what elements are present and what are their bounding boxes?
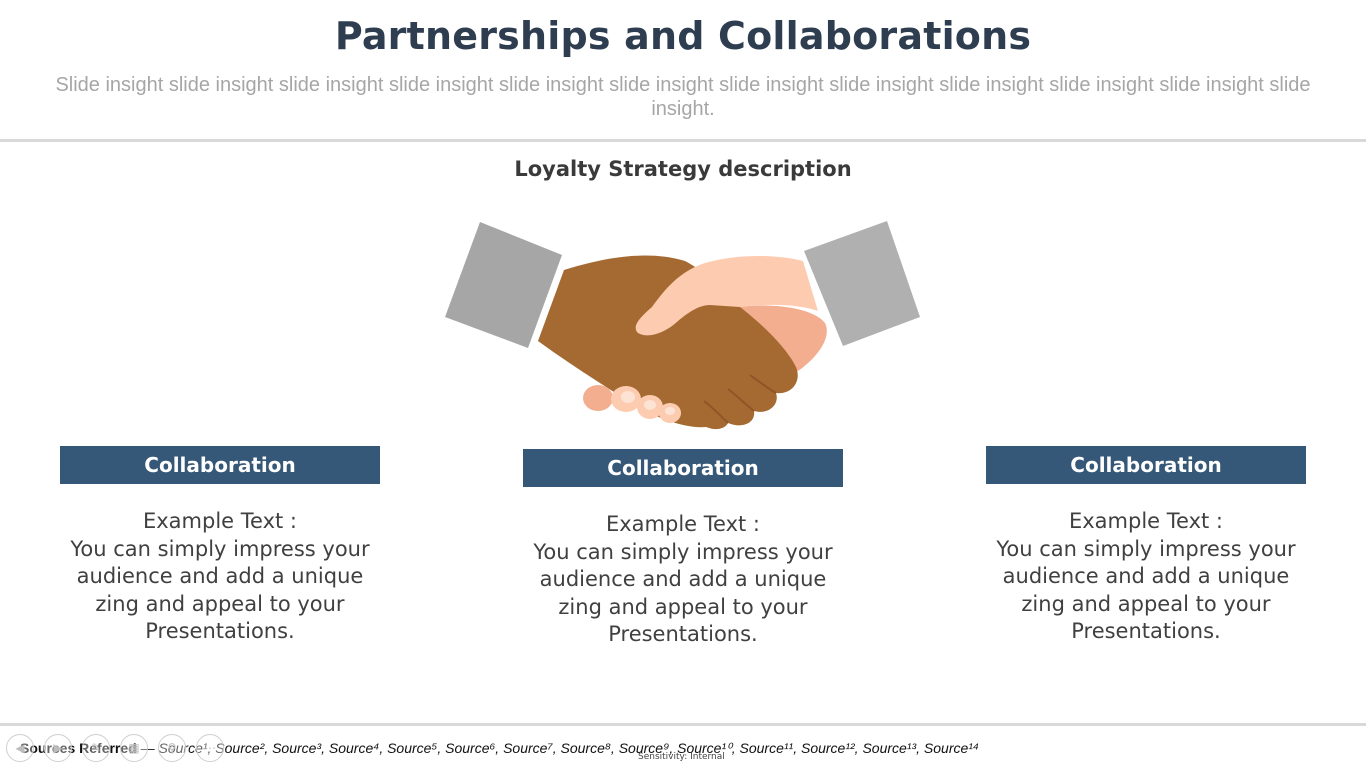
column-text-line: zing and appeal to your [1021,591,1271,616]
column-text-line: audience and add a unique [1002,564,1290,588]
column-text-line: Example Text : [1068,509,1223,533]
back-icon[interactable]: ◀ [6,734,34,762]
handshake-icon [445,221,920,430]
zoom-icon[interactable]: ⚲ [158,734,186,762]
sensitivity-label: Sensitivity: Internal [638,752,725,762]
footer-divider [0,723,1366,726]
collaboration-column-2: Collaboration Example Text : You can sim… [523,449,843,649]
column-text-line: You can simply impress your [70,536,370,561]
column-text-line: zing and appeal to your [558,594,808,619]
collaboration-column-1: Collaboration Example Text : You can sim… [60,446,380,646]
column-text-line: Example Text : [142,509,297,533]
collaboration-column-3: Collaboration Example Text : You can sim… [986,446,1306,646]
column-header: Collaboration [523,449,843,487]
column-text-line: Example Text : [605,512,760,536]
column-text-line: audience and add a unique [76,564,364,588]
sources-list: — Source¹, Source², Source³, Source⁴, So… [136,740,979,756]
column-text-line: Presentations. [1071,619,1221,643]
column-header: Collaboration [60,446,380,484]
forward-icon[interactable]: ▶ [44,734,72,762]
column-text: Example Text : You can simply impress yo… [60,508,380,646]
column-text: Example Text : You can simply impress yo… [986,508,1306,646]
column-text: Example Text : You can simply impress yo… [523,511,843,649]
column-text-line: audience and add a unique [539,567,827,591]
slides-icon[interactable]: ▦ [120,734,148,762]
pen-icon[interactable]: ✎ [82,734,110,762]
column-text-line: zing and appeal to your [95,591,345,616]
column-text-line: Presentations. [608,622,758,646]
column-header: Collaboration [986,446,1306,484]
more-icon[interactable]: ⋯ [196,734,224,762]
column-text-line: You can simply impress your [533,539,833,564]
slide-title: Partnerships and Collaborations [334,14,1032,58]
column-text-line: Presentations. [145,619,295,643]
header-divider [0,139,1366,142]
section-heading: Loyalty Strategy description [514,157,852,181]
slide-subtitle: Slide insight slide insight slide insigh… [55,74,1311,120]
slideshow-controls: ◀ ▶ ✎ ▦ ⚲ ⋯ [6,734,224,762]
column-text-line: You can simply impress your [996,536,1296,561]
